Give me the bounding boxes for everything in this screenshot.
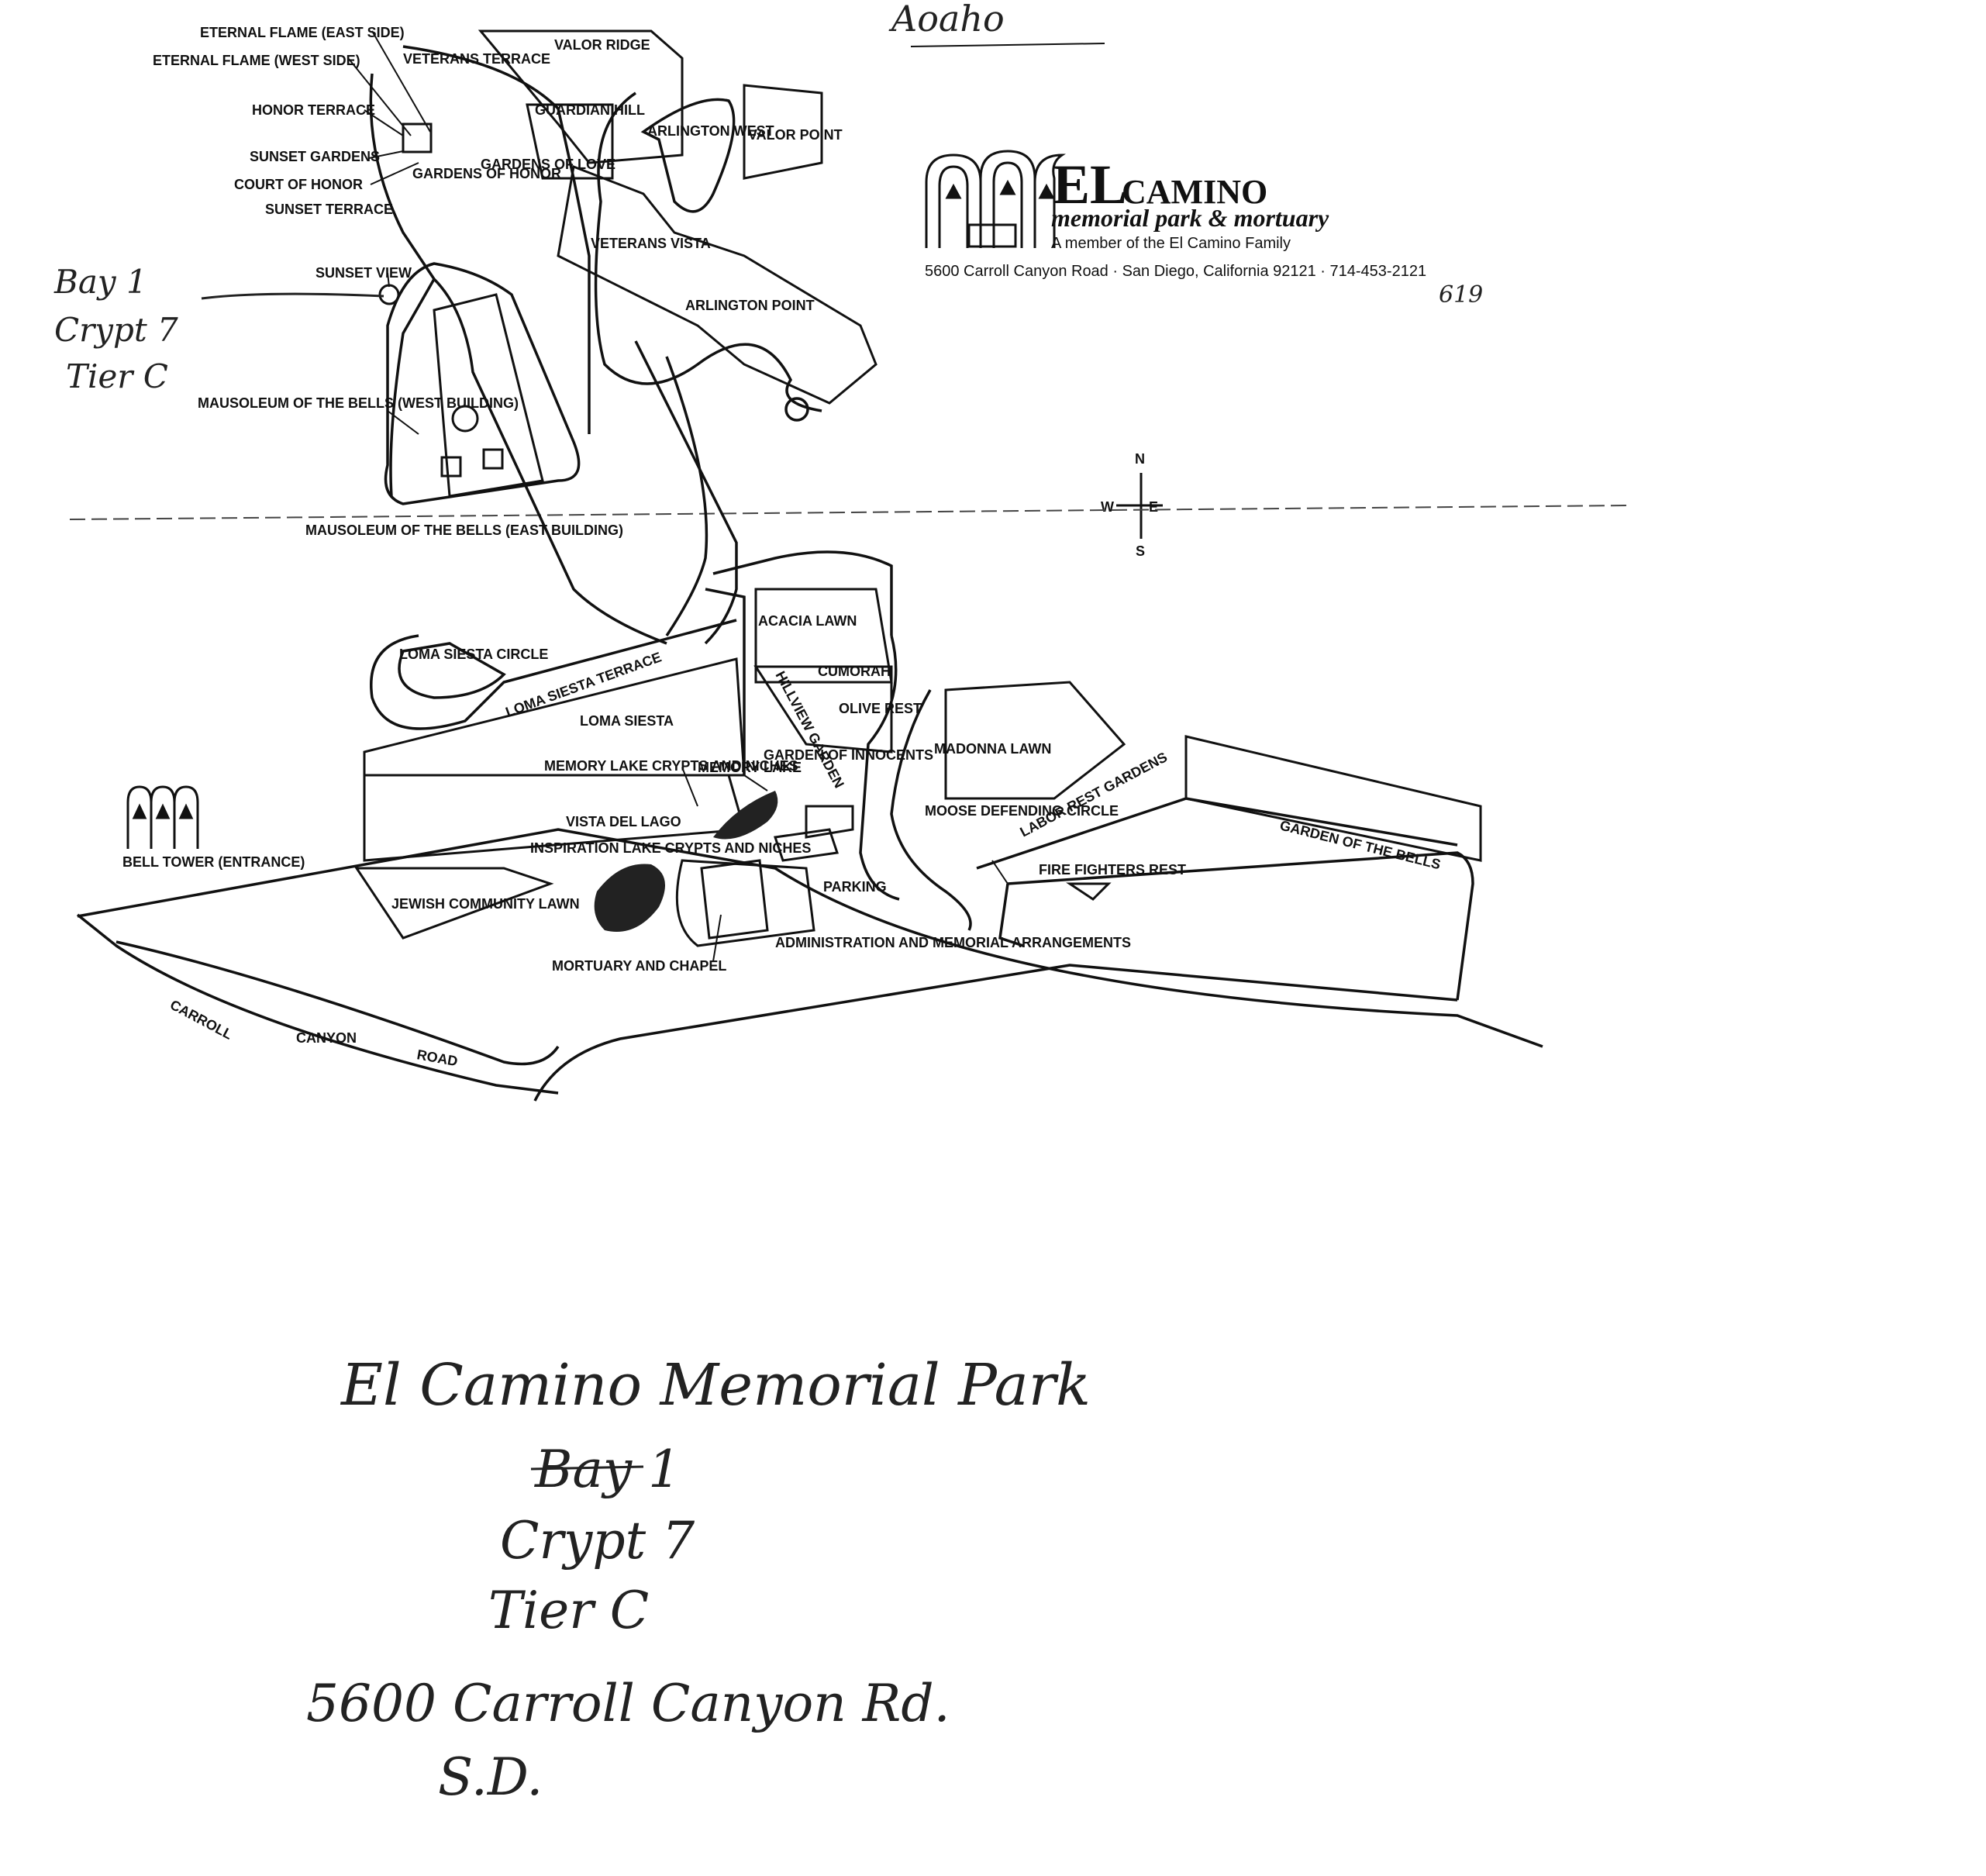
note-line-3: Crypt 7 [500,1511,695,1571]
handwritten-note: El Camino Memorial Park Bay 1 Crypt 7 Ti… [306,1352,1091,1807]
label-bell-tower: BELL TOWER (ENTRANCE) [122,854,305,870]
label-memory-lake: MEMORY LAKE [698,760,802,775]
label-road-canyon: CANYON [296,1030,357,1046]
label-loma-siesta: LOMA SIESTA [580,713,674,729]
label-madonna-lawn: MADONNA LAWN [934,741,1051,757]
label-mausoleum-west: MAUSOLEUM OF THE BELLS (WEST BUILDING) [198,395,519,411]
inspiration-lake-water [594,864,665,932]
label-fire-fighters-rest: FIRE FIGHTERS REST [1039,862,1186,878]
label-mausoleum-east: MAUSOLEUM OF THE BELLS (EAST BUILDING) [305,522,623,538]
margin-note-line-2: Crypt 7 [54,311,178,349]
label-eternal-flame-east: ETERNAL FLAME (EAST SIDE) [200,25,405,40]
note-line-4: Tier C [488,1581,649,1640]
label-sunset-view: SUNSET VIEW [315,265,412,281]
brand-tagline: memorial park & mortuary [1051,204,1329,232]
label-moose-defending-circle: MOOSE DEFENDING CIRCLE [925,803,1119,819]
label-valor-point: VALOR POINT [748,127,843,143]
brand-el: EL [1053,153,1127,216]
label-arlington-point: ARLINGTON POINT [685,298,815,313]
margin-note-line-3: Tier C [66,357,168,395]
compass-w: W [1101,499,1114,515]
label-admin: ADMINISTRATION AND MEMORIAL ARRANGEMENTS [775,935,1131,950]
label-olive-rest: OLIVE REST [839,701,922,716]
brand-member: A member of the El Camino Family [1051,235,1291,252]
label-veterans-terrace: VETERANS TERRACE [403,51,550,67]
leader-lines [348,30,1009,962]
label-acacia-lawn: ACACIA LAWN [758,613,857,629]
note-line-1: El Camino Memorial Park [340,1352,1091,1419]
label-gardens-of-honor: GARDENS OF HONOR [412,166,561,181]
brand-logo: EL CAMINO memorial park & mortuary A mem… [925,150,1483,309]
label-court-of-honor: COURT OF HONOR [234,177,363,192]
label-honor-terrace: HONOR TERRACE [252,102,375,118]
label-memory-lake-crypts: MEMORY LAKE CRYPTS AND NICHES [544,758,798,774]
label-jewish-lawn: JEWISH COMMUNITY LAWN [391,896,580,912]
compass-e: E [1149,499,1158,515]
label-cumorah: CUMORAH [818,664,891,679]
label-eternal-flame-west: ETERNAL FLAME (WEST SIDE) [153,53,360,68]
label-parking: PARKING [823,879,887,895]
brand-address: 5600 Carroll Canyon Road · San Diego, Ca… [925,263,1426,280]
brand-camino: CAMINO [1122,173,1267,211]
label-guardian-hill: GUARDIAN HILL [535,102,645,118]
label-gardens-of-love: GARDENS OF LOVE [481,157,615,172]
memory-lake-water [713,791,778,840]
scan-line [69,505,1629,520]
note-line-5: 5600 Carroll Canyon Rd. [306,1674,950,1733]
label-loma-siesta-circle: LOMA SIESTA CIRCLE [399,647,548,662]
map-labels: ETERNAL FLAME (EAST SIDE) ETERNAL FLAME … [122,25,1443,1069]
label-sunset-gardens: SUNSET GARDENS [250,149,380,164]
bell-tower-icon [126,785,199,849]
bell-arches-icon [925,150,1066,248]
label-sunset-terrace: SUNSET TERRACE [265,202,393,217]
compass-n: N [1135,451,1145,467]
corrected-area-code: 619 [1439,281,1483,309]
lakes [594,791,778,932]
label-labor-rest-gardens: LABOR REST GARDENS [1017,749,1170,840]
compass-s: S [1136,543,1145,559]
label-garden-of-innocents: GARDEN OF INNOCENTS [764,747,933,763]
label-arlington-west: ARLINGTON WEST [647,123,774,139]
margin-note: Bay 1 Crypt 7 Tier C [53,263,384,395]
label-veterans-vista: VETERANS VISTA [591,236,711,251]
note-line-6: S.D. [438,1747,543,1807]
label-vista-del-lago: VISTA DEL LAGO [566,814,681,829]
map-roads [76,45,1543,1102]
label-road-carroll: CARROLL [167,997,235,1043]
compass-rose: N S W E [1101,451,1163,559]
label-mortuary: MORTUARY AND CHAPEL [552,958,726,974]
margin-note-line-1: Bay 1 [53,263,147,301]
top-handwriting: Aoaho [888,0,1005,40]
label-inspiration-lake: INSPIRATION LAKE CRYPTS AND NICHES [530,840,811,856]
label-valor-ridge: VALOR RIDGE [554,37,650,53]
